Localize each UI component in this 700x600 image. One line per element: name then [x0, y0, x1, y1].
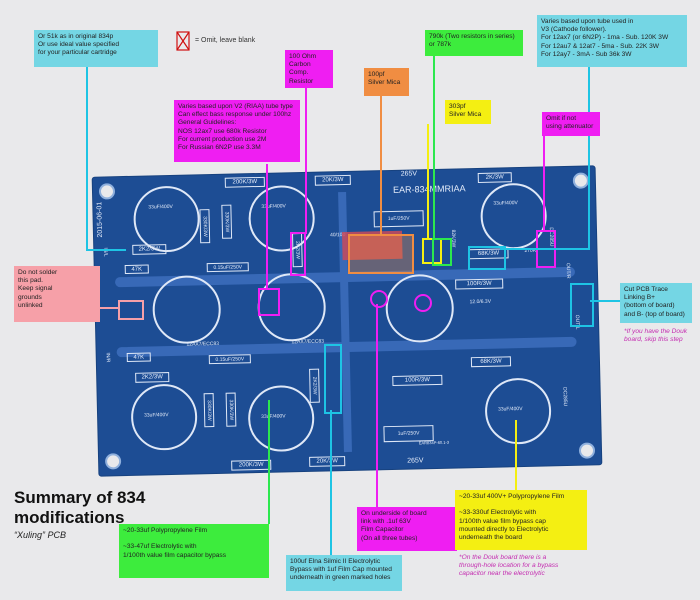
note-attenuator: Omit if not using attenuator	[542, 112, 600, 136]
trace-cut-marker	[570, 283, 594, 327]
note-tube-v3: Varies based upon tube used in V3 (Catho…	[537, 15, 687, 67]
cathode-resistor-marker	[468, 246, 506, 270]
resistor-330k-bottom-left: 330K/3W	[203, 393, 215, 428]
connector-line	[427, 124, 429, 238]
note-mica-100pf: 100pf Silver Mica	[364, 68, 409, 96]
connector-line	[543, 136, 545, 230]
omit-symbol-icon	[176, 31, 190, 51]
connector-line	[305, 88, 307, 234]
summary-title-line1: Summary of 834	[14, 488, 146, 507]
note-poly-right: ~20-33uf 400V+ Polypropylene Film ~33-33…	[455, 490, 587, 550]
connector-line	[380, 96, 382, 234]
connector-line	[266, 164, 268, 288]
summary-title-line2: modifications	[14, 508, 125, 527]
voltage-top: 265V	[400, 170, 418, 178]
connector-line	[590, 300, 620, 302]
voltage-bottom: 265V	[407, 457, 424, 465]
connector-line	[515, 420, 517, 492]
mount-hole	[104, 453, 122, 470]
connector-line	[268, 400, 270, 524]
connector-line	[100, 307, 118, 309]
connector-line	[588, 36, 590, 250]
note-poly-left: ~20-33uf Polypropylene Film ~33-47uf Ele…	[119, 524, 269, 578]
note-cut-trace: Cut PCB Trace Linking B+ (bottom of boar…	[620, 283, 692, 323]
carbon-comp-marker	[290, 232, 306, 276]
resistor-330k-mid: 330K/3W	[221, 204, 233, 239]
resistor-47k-top: 47K	[124, 264, 149, 275]
cap-33uf-label: 33uF/400V	[493, 200, 518, 207]
pcb-board: EAR-834MMRIAA 2015-06-01 265V 265V 200K/…	[92, 166, 602, 476]
input-right-label: IN/R	[104, 352, 111, 363]
connector-line	[500, 248, 590, 250]
note-carbon-comp: 100 Ohm Carbon Comp. Resistor	[285, 50, 333, 88]
resistor-2k2-left: 2K2/3W	[132, 244, 167, 255]
resistor-47k-bottom: 47K	[126, 352, 151, 363]
resistor-200k-top: 200K/3W	[224, 176, 265, 188]
cap-33uf-label: 33uF/400V	[497, 406, 523, 413]
cap-33uf-label: 33uF/400V	[144, 412, 169, 419]
note-douk-bypass: *On the Douk board there is a through-ho…	[459, 554, 559, 578]
underside-marker	[414, 294, 432, 312]
resistor-790k-marker	[432, 238, 452, 266]
resistor-2k2-mid2: 2K2/3W	[309, 368, 320, 403]
underside-marker	[370, 290, 388, 308]
note-cartridge: Or 51k as in original 834p Or use ideal …	[34, 30, 158, 67]
capacitor-015uf-bottom: 0.15uF/250V	[208, 354, 251, 365]
capacitor-015uf-top: 0.15uF/250V	[206, 262, 249, 273]
output-right-label: OUT/R	[564, 262, 572, 279]
elna-marker	[324, 344, 342, 414]
connector-line	[433, 56, 435, 238]
small-label: 12.0/6.3V	[469, 298, 492, 306]
resistor-330k-left: 330K/3W	[199, 209, 211, 244]
note-pad: Do not solder this pad. Keep signal grou…	[14, 266, 100, 322]
pad-marker	[118, 300, 144, 320]
resistor-200k-bottom: 200K/3W	[231, 459, 272, 471]
resistor-20k-top: 20K/3W	[314, 174, 351, 186]
resistor-100r-top: 100R/3W	[455, 278, 504, 290]
note-790k: 790k (Two resistors in series) or 787k	[425, 30, 523, 56]
connector-line	[376, 304, 378, 508]
cap-33uf-label: 33uF/400V	[148, 203, 173, 211]
board-code: EAR834P-60.1-3	[418, 439, 450, 446]
summary-subtitle: “Xuling” PCB	[14, 530, 67, 540]
legend-text: = Omit, leave blank	[195, 37, 256, 44]
resistor-330k-bottom-mid: 330K/3W	[225, 392, 237, 427]
resistor-2k-top: 2K/3W	[477, 172, 512, 183]
connector-line	[330, 410, 332, 556]
cap-33uf-label: 33uF/400V	[261, 413, 286, 420]
connector-line	[86, 67, 88, 251]
connector-line	[86, 249, 126, 251]
resistor-20k-bottom: 20K/3W	[309, 456, 346, 467]
mount-hole	[578, 442, 596, 459]
resistor-68k-bottom: 68K/3W	[470, 356, 512, 368]
cap-33uf-label: 33uF/400V	[261, 203, 286, 210]
tube-label: 12AX7/ECC83	[291, 338, 325, 346]
capacitor-footprint	[132, 185, 201, 253]
resistor-2k2-bottom-left: 2K2/3W	[135, 372, 170, 383]
tube-label: 12AX7/ECC83	[186, 340, 220, 348]
note-douk-skip: *If you have the Douk board, skip this s…	[624, 328, 688, 344]
board-date: 2015-06-01	[96, 201, 105, 238]
mount-hole	[572, 172, 590, 189]
tube-socket	[151, 274, 222, 345]
mica100-marker	[348, 234, 414, 274]
note-elna: 100uf Elna Silmic II Electrolytic Bypass…	[286, 555, 402, 591]
resistor-100r-bottom: 100R/3W	[392, 374, 443, 386]
note-mica-303pf: 303pf Silver Mica	[445, 100, 491, 124]
note-v2-riaa: Varies based upon V2 (RIAA) tube type Ca…	[174, 100, 300, 162]
v2-marker	[258, 288, 280, 316]
note-underside: On underside of board link with .1uf 63V…	[357, 507, 457, 551]
dc-label-bottom: DC285U	[561, 387, 568, 407]
mount-hole	[98, 183, 116, 200]
board-model: EAR-834MMRIAA	[392, 183, 466, 195]
